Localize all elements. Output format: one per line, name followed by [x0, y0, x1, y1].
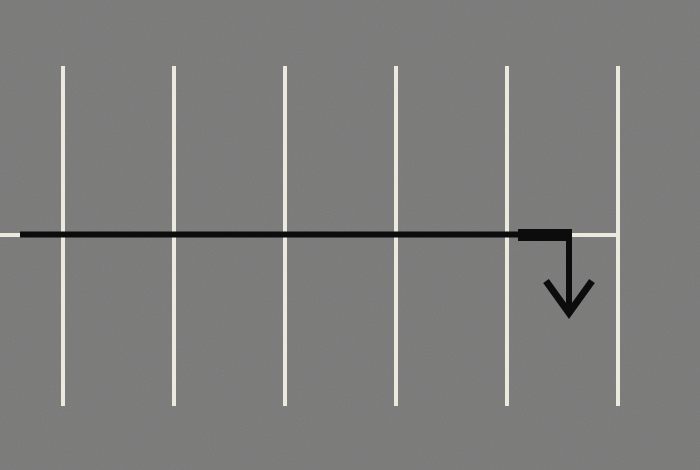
route-turn-block — [518, 229, 572, 241]
route-path — [20, 229, 595, 319]
arrow-down-icon — [543, 278, 595, 319]
